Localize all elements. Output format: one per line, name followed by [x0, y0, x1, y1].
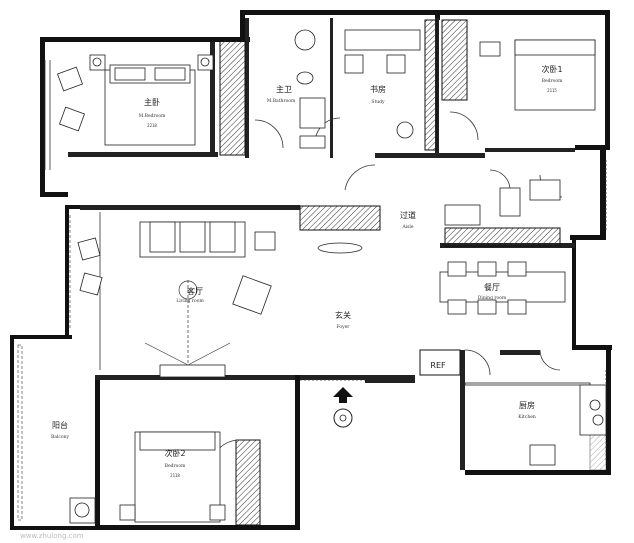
label-refrigerator: REF: [430, 361, 446, 370]
label-bedroom1-area: 2115: [547, 88, 557, 93]
label-master-bedroom-area: 2218: [147, 123, 157, 128]
label-study-en: Study: [371, 99, 385, 105]
label-kitchen: 厨房: [519, 400, 535, 410]
living-axis-marker: [144, 280, 231, 366]
label-foyer: 玄关: [335, 310, 351, 320]
hatched-walls: [219, 19, 607, 526]
entry-arrow: [333, 387, 353, 428]
label-balcony-en: Balcony: [51, 434, 70, 440]
label-living-en: Living room: [176, 298, 204, 304]
label-dining-en: Dining room: [478, 295, 507, 301]
label-master-bedroom-en: M.Bedroom: [139, 113, 166, 119]
label-master-bath-en: M.Bathroom: [267, 98, 296, 104]
label-kitchen-en: Kitchen: [518, 414, 536, 420]
label-dining: 餐厅: [484, 283, 500, 292]
furniture: [57, 29, 607, 524]
label-bedroom2: 次卧2: [164, 448, 185, 458]
exterior-walls: [10, 10, 612, 530]
label-master-bedroom: 主卧: [144, 97, 160, 107]
label-corridor: 过道: [400, 210, 416, 220]
label-foyer-en: Foyer: [337, 324, 351, 330]
label-bedroom1: 次卧1: [541, 64, 562, 74]
label-bedroom2-area: 2118: [170, 473, 180, 478]
label-living: 客厅: [187, 286, 203, 296]
watermark: www.zhulong.com: [20, 532, 84, 540]
label-bedroom1-en: Bedroom: [542, 78, 563, 84]
label-master-bath: 主卫: [276, 84, 292, 94]
room-labels: 主卧 M.Bedroom 2218 主卫 M.Bathroom 书房 Study…: [51, 64, 563, 478]
label-study: 书房: [370, 84, 386, 94]
label-bedroom2-en: Bedroom: [165, 463, 186, 469]
label-corridor-en: Aisle: [401, 224, 413, 230]
dining-table: [439, 271, 566, 303]
label-balcony: 阳台: [52, 420, 68, 430]
armchair: [232, 275, 272, 315]
